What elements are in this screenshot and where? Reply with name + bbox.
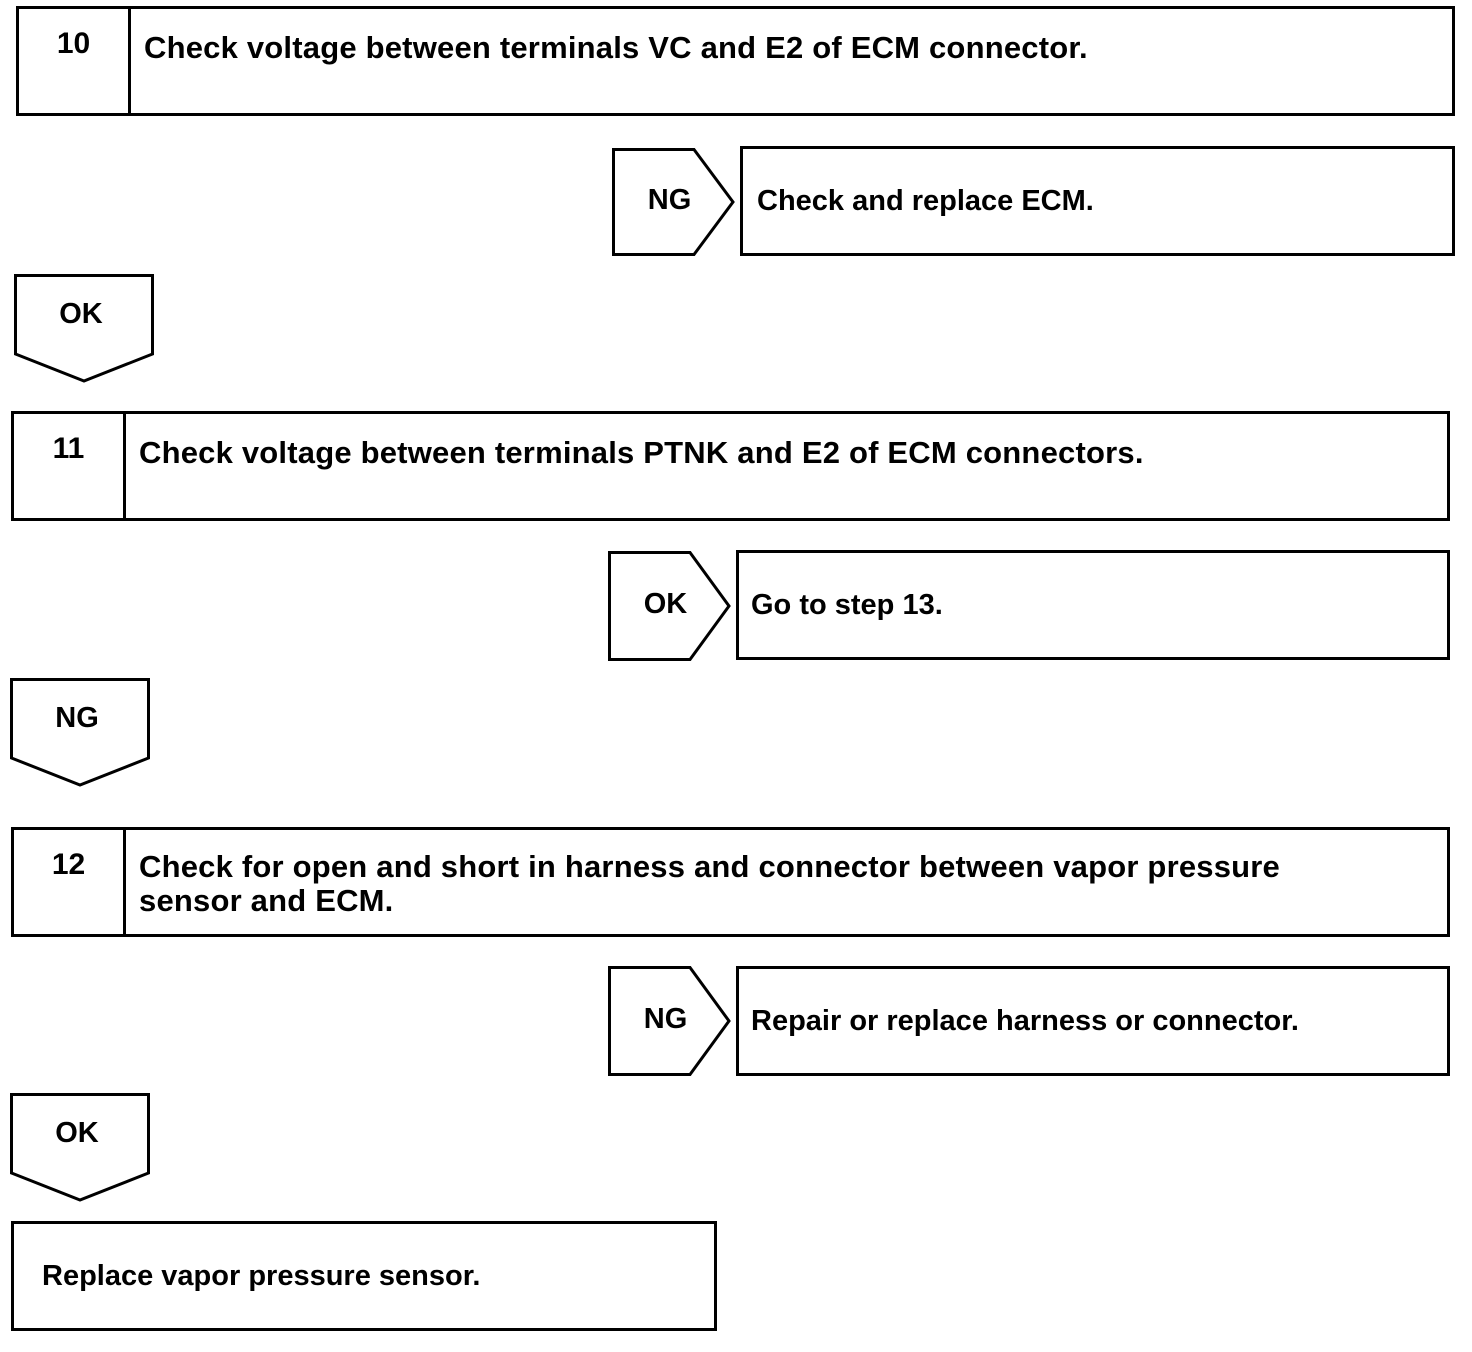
right-arrow-shape: NG bbox=[612, 148, 736, 256]
step-number: 10 bbox=[19, 9, 131, 113]
down-arrow-shape: OK bbox=[14, 274, 154, 384]
step-number: 12 bbox=[14, 830, 126, 934]
result-box: Check and replace ECM. bbox=[740, 146, 1455, 256]
step-instruction: Check for open and short in harness and … bbox=[139, 849, 1280, 918]
step-number: 11 bbox=[14, 414, 126, 518]
result-text: Check and replace ECM. bbox=[757, 185, 1094, 217]
result-text: Repair or replace harness or connector. bbox=[751, 1005, 1299, 1037]
branch-label: OK bbox=[643, 588, 688, 620]
step-instruction: Check voltage between terminals PTNK and… bbox=[139, 435, 1144, 470]
down-label: OK bbox=[59, 298, 103, 330]
step-10-box: 10 Check voltage between terminals VC an… bbox=[16, 6, 1455, 116]
right-arrow-shape: NG bbox=[608, 966, 732, 1076]
down-arrow-shape: OK bbox=[10, 1093, 150, 1203]
result-text: Go to step 13. bbox=[751, 589, 943, 621]
step-12-box: 12 Check for open and short in harness a… bbox=[11, 827, 1450, 937]
result-box: Repair or replace harness or connector. bbox=[736, 966, 1450, 1076]
final-action-box: Replace vapor pressure sensor. bbox=[11, 1221, 717, 1331]
down-label: OK bbox=[55, 1117, 99, 1149]
final-action-text: Replace vapor pressure sensor. bbox=[42, 1260, 481, 1292]
step-instruction: Check voltage between terminals VC and E… bbox=[144, 30, 1088, 65]
step-11-box: 11 Check voltage between terminals PTNK … bbox=[11, 411, 1450, 521]
result-box: Go to step 13. bbox=[736, 550, 1450, 660]
down-arrow-shape: NG bbox=[10, 678, 150, 788]
branch-label: NG bbox=[647, 184, 692, 216]
branch-label: NG bbox=[643, 1003, 688, 1035]
down-label: NG bbox=[55, 702, 99, 734]
right-arrow-shape: OK bbox=[608, 551, 732, 661]
